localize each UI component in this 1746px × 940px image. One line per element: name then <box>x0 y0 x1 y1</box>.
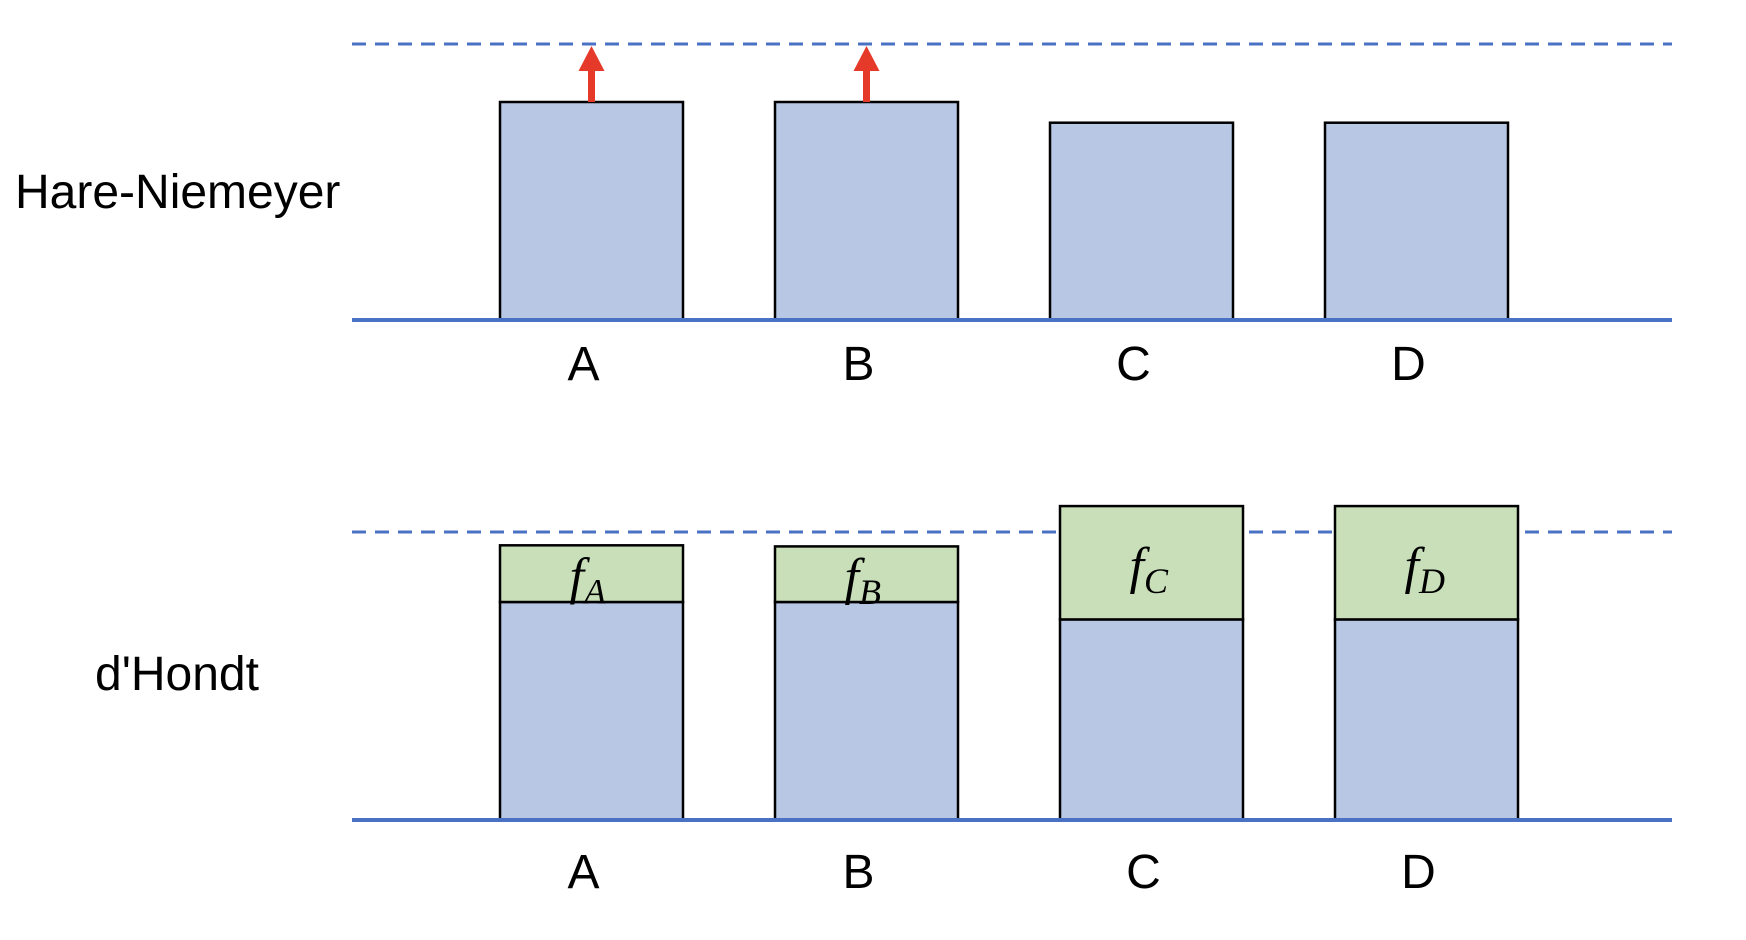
increase-arrow-icon <box>578 46 605 102</box>
category-label-b: B <box>842 846 874 899</box>
category-label-a: A <box>567 846 599 899</box>
bar-c <box>1058 618 1245 822</box>
category-label-c: C <box>1116 338 1151 391</box>
category-label-c: C <box>1126 846 1161 899</box>
category-label-d: D <box>1401 846 1436 899</box>
hare-niemeyer-label: Hare-Niemeyer <box>15 166 340 219</box>
category-label-b: B <box>842 338 874 391</box>
dhondt-label: d'Hondt <box>95 648 259 701</box>
bar-a <box>498 100 685 322</box>
hare-niemeyer-panel: A B C D <box>352 42 1672 391</box>
increase-arrow-icon <box>853 46 880 102</box>
fraction-c <box>1058 504 1245 621</box>
fraction-b <box>773 545 960 604</box>
bar-d <box>1333 618 1520 822</box>
bar-b <box>773 100 960 322</box>
bar-a <box>498 600 685 822</box>
fraction-a <box>498 544 685 604</box>
bar-d <box>1323 121 1510 322</box>
category-label-a: A <box>567 338 599 391</box>
fraction-d <box>1333 504 1520 621</box>
bar-b <box>773 600 960 822</box>
bar-c <box>1048 121 1235 322</box>
category-label-d: D <box>1391 338 1426 391</box>
